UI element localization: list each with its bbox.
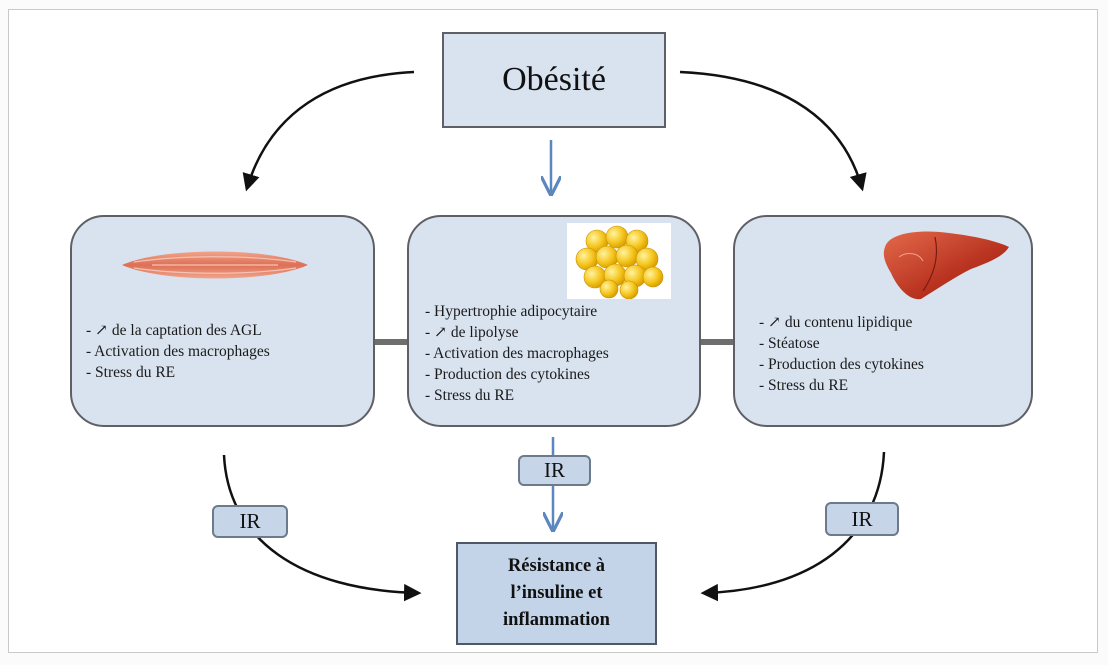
- ir-label-adipose: IR: [518, 455, 591, 486]
- muscle-items: - ↗ de la captation des AGL - Activation…: [86, 320, 270, 383]
- arrow-obesite-to-liver: [679, 70, 867, 192]
- ir-text: IR: [851, 506, 873, 531]
- adipose-items: - Hypertrophie adipocytaire - ↗ de lipol…: [425, 301, 609, 406]
- list-item: - Hypertrophie adipocytaire: [425, 303, 598, 320]
- list-item: - Activation des macrophages: [86, 343, 270, 360]
- ir-text: IR: [239, 509, 261, 533]
- obesite-box: Obésité: [442, 32, 666, 128]
- arrow-liver-to-result: [700, 451, 886, 602]
- list-item: - ↗ de lipolyse: [425, 324, 519, 341]
- result-box: Résistance à l’insuline et inflammation: [456, 542, 657, 645]
- ir-label-liver: IR: [825, 502, 899, 536]
- muscle-fiber-icon: [122, 251, 308, 279]
- arrow-muscle-to-result: [222, 454, 422, 602]
- ir-label-muscle: IR: [212, 505, 288, 538]
- arrow-obesite-to-muscle: [242, 70, 415, 192]
- list-item: - ↗ de la captation des AGL: [86, 322, 262, 339]
- list-item: - Production des cytokines: [425, 366, 590, 383]
- list-item: - Stress du RE: [425, 387, 515, 404]
- liver-icon: [883, 231, 1009, 300]
- result-label: Résistance à l’insuline et inflammation: [503, 556, 610, 630]
- fat-cells-icon: [567, 223, 671, 299]
- muscle-box: - ↗ de la captation des AGL - Activation…: [70, 215, 375, 427]
- list-item: - Production des cytokines: [759, 356, 924, 373]
- list-item: - Stress du RE: [86, 364, 176, 381]
- liver-box: - ↗ du contenu lipidique - Stéatose - Pr…: [733, 215, 1033, 427]
- obesite-label: Obésité: [502, 61, 606, 98]
- list-item: - Activation des macrophages: [425, 345, 609, 362]
- list-item: - Stress du RE: [759, 377, 849, 394]
- liver-items: - ↗ du contenu lipidique - Stéatose - Pr…: [759, 312, 924, 396]
- list-item: - Stéatose: [759, 335, 820, 352]
- ir-text: IR: [544, 458, 565, 482]
- list-item: - ↗ du contenu lipidique: [759, 314, 913, 331]
- adipose-box: - Hypertrophie adipocytaire - ↗ de lipol…: [407, 215, 701, 427]
